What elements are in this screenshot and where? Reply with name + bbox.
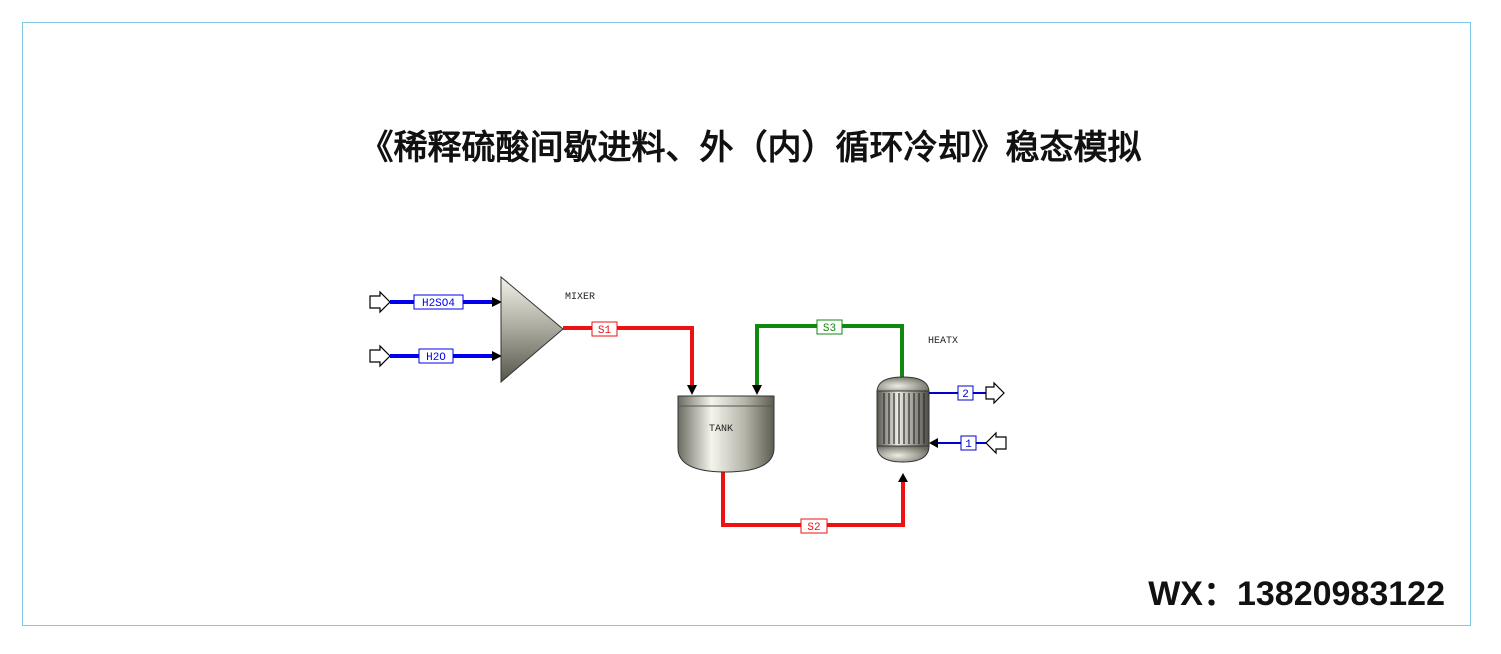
feed-arrow-icon	[369, 344, 391, 368]
tank-icon	[677, 395, 775, 473]
mixer-icon	[500, 275, 564, 384]
stream-label-s1: S1	[598, 325, 612, 337]
mixer-label: MIXER	[565, 292, 595, 303]
feed-arrow-icon	[369, 290, 391, 314]
product-arrow-icon	[985, 381, 1005, 405]
arrowhead-icon	[929, 438, 938, 448]
tank-unit[interactable]: TANK	[677, 395, 775, 473]
stream-label-s2: S2	[807, 522, 820, 534]
stream-label-h2so4: H2SO4	[422, 298, 455, 310]
stream-coolant-out[interactable]: 2	[929, 381, 1005, 405]
stream-label-s3: S3	[823, 323, 836, 335]
page-title: 《稀释硫酸间歇进料、外（内）循环冷却》稳态模拟	[359, 128, 1142, 168]
stream-s3[interactable]: S3	[752, 319, 904, 395]
arrowhead-icon	[898, 473, 908, 482]
tank-label: TANK	[709, 424, 733, 435]
stream-label-box	[957, 385, 974, 401]
stream-label-box	[418, 348, 454, 364]
stream-h2so4[interactable]: H2SO4	[369, 290, 502, 314]
stream-label-box	[816, 319, 843, 335]
stream-h2o[interactable]: H2O	[369, 344, 502, 368]
page-frame	[22, 22, 1471, 626]
stream-label-box	[800, 518, 828, 534]
heat-exchanger-icon	[876, 376, 930, 463]
stream-label-2: 2	[962, 389, 969, 401]
heat-exchanger-unit[interactable]: HEATX	[876, 336, 958, 463]
stream-label-h2o: H2O	[426, 352, 446, 364]
arrowhead-icon	[752, 385, 762, 395]
arrowhead-icon	[492, 351, 502, 361]
stream-label-box	[591, 321, 618, 337]
feed-arrow-icon	[985, 431, 1007, 455]
heatx-label: HEATX	[928, 336, 958, 347]
mixer-unit[interactable]: MIXER	[500, 275, 595, 384]
stream-s2[interactable]: S2	[721, 470, 908, 534]
stream-label-box	[413, 294, 464, 310]
stream-coolant-in[interactable]: 1	[929, 431, 1007, 455]
stream-label-1: 1	[965, 439, 972, 451]
arrowhead-icon	[687, 385, 697, 395]
contact-info: WX：13820983122	[1148, 575, 1445, 613]
stream-label-box	[960, 435, 977, 451]
stream-s1[interactable]: S1	[563, 321, 697, 395]
arrowhead-icon	[492, 297, 502, 307]
